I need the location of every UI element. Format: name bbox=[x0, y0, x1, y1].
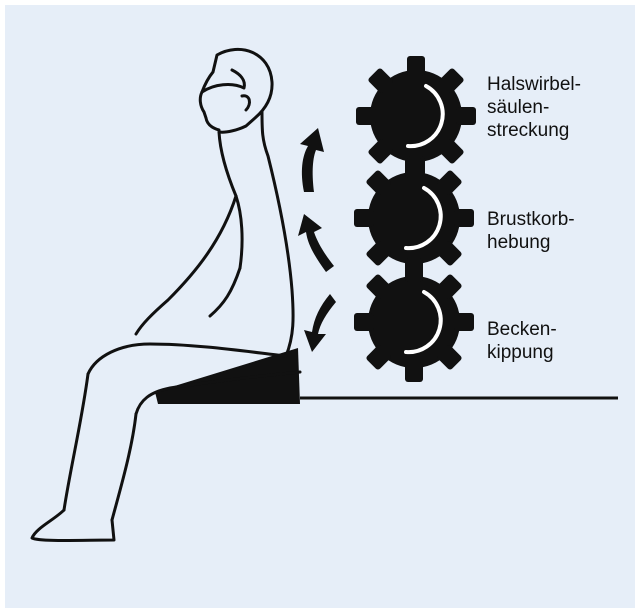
label-thorax-lift: Brustkorb- hebung bbox=[487, 208, 575, 254]
label-line: hebung bbox=[487, 231, 575, 254]
label-line: kippung bbox=[487, 341, 557, 364]
gear-icon bbox=[354, 262, 474, 382]
label-line: Becken- bbox=[487, 318, 557, 341]
label-line: säulen- bbox=[487, 96, 581, 119]
label-line: streckung bbox=[487, 119, 581, 142]
label-line: Halswirbel- bbox=[487, 73, 581, 96]
label-cervical-extension: Halswirbel- säulen- streckung bbox=[487, 73, 581, 142]
label-line: Brustkorb- bbox=[487, 208, 575, 231]
label-pelvic-tilt: Becken- kippung bbox=[487, 318, 557, 364]
seated-person bbox=[32, 49, 300, 540]
gear-icon bbox=[354, 158, 474, 278]
curved-arrow-icon bbox=[298, 128, 336, 352]
